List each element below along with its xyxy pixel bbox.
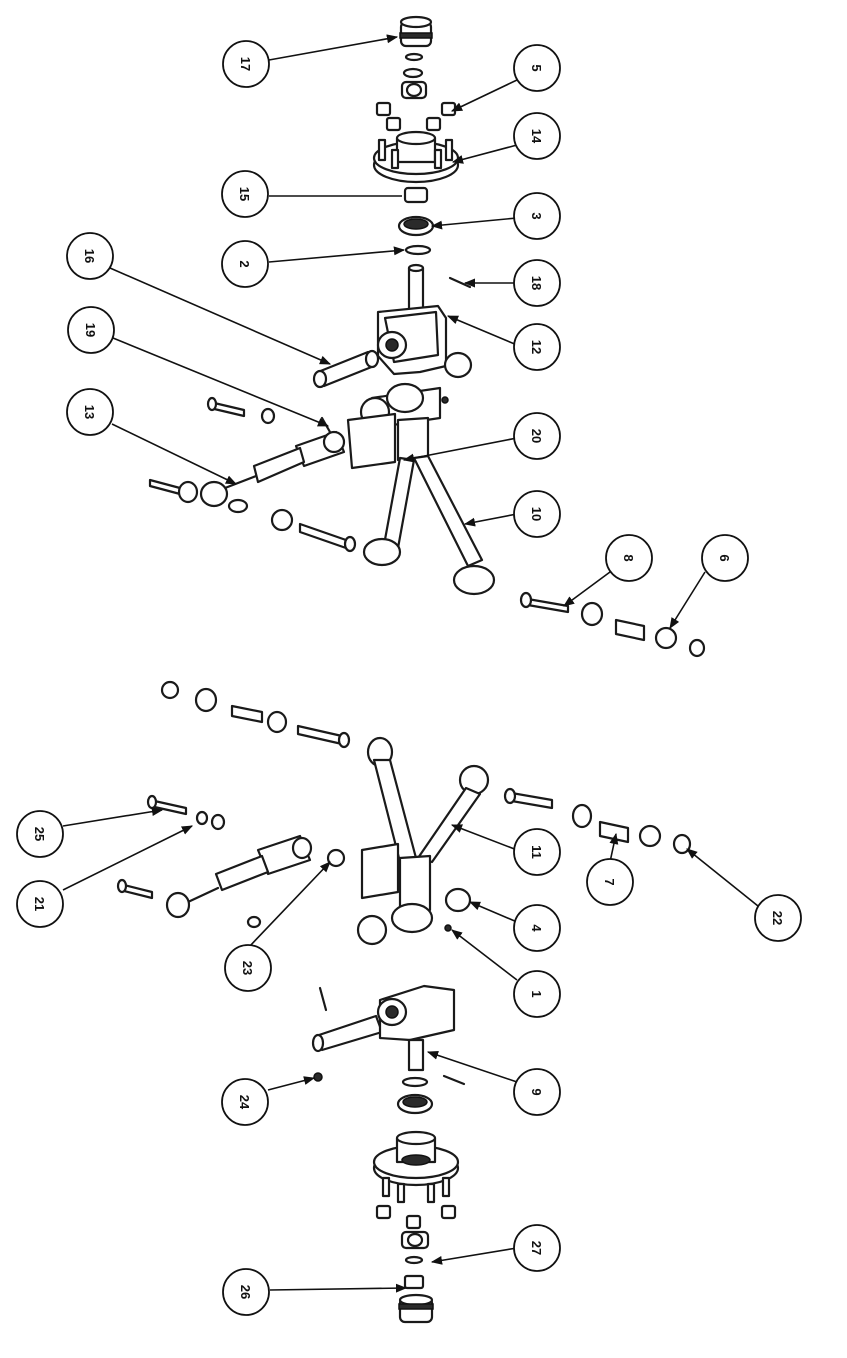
lug-nuts-part xyxy=(375,1204,457,1230)
callout-13: 13 xyxy=(66,388,114,436)
leader-lines xyxy=(62,34,759,1293)
svg-text:1: 1 xyxy=(529,990,544,997)
svg-text:6: 6 xyxy=(717,554,732,561)
callout-6: 6 xyxy=(701,534,749,582)
callout-27: 27 xyxy=(513,1224,561,1272)
bearing-part xyxy=(397,215,435,237)
svg-text:23: 23 xyxy=(240,961,255,975)
callout-26: 26 xyxy=(222,1268,270,1316)
svg-text:15: 15 xyxy=(237,187,252,201)
callout-17: 17 xyxy=(222,40,270,88)
bearing-part xyxy=(396,1093,434,1115)
upper-assembly xyxy=(148,15,706,658)
bearing-part xyxy=(400,1230,430,1250)
callout-14: 14 xyxy=(513,112,561,160)
callout-11: 11 xyxy=(513,828,561,876)
callouts: 17 5 14 15 3 2 16 18 12 19 13 20 10 8 6 … xyxy=(16,40,802,1316)
svg-text:16: 16 xyxy=(82,249,97,263)
svg-text:17: 17 xyxy=(238,57,253,71)
spindle-knuckle-part xyxy=(376,263,473,379)
bolts-part xyxy=(148,396,357,553)
callout-3: 3 xyxy=(513,192,561,240)
washer-part xyxy=(402,67,424,79)
svg-text:18: 18 xyxy=(529,276,544,290)
callout-1: 1 xyxy=(513,970,561,1018)
svg-text:3: 3 xyxy=(529,212,544,219)
nut-part xyxy=(403,1274,425,1290)
bearing-part xyxy=(400,80,428,100)
callout-25: 25 xyxy=(16,810,64,858)
a-arm-part xyxy=(346,382,496,596)
lug-nuts-part xyxy=(375,101,457,132)
svg-text:14: 14 xyxy=(529,129,544,144)
svg-text:21: 21 xyxy=(32,897,47,911)
seal-part xyxy=(404,244,432,256)
callout-12: 12 xyxy=(513,323,561,371)
callout-8: 8 xyxy=(605,534,653,582)
wheel-hub-part xyxy=(372,1130,460,1204)
callout-7: 7 xyxy=(586,858,634,906)
callout-24: 24 xyxy=(221,1078,269,1126)
shock-absorber-part xyxy=(199,416,346,508)
callout-15: 15 xyxy=(221,170,269,218)
grease-fitting-part xyxy=(313,1072,323,1082)
svg-text:7: 7 xyxy=(602,878,617,885)
svg-text:10: 10 xyxy=(529,507,544,521)
svg-text:22: 22 xyxy=(770,911,785,925)
callout-23: 23 xyxy=(224,944,272,992)
svg-text:9: 9 xyxy=(529,1088,544,1095)
svg-text:26: 26 xyxy=(238,1285,253,1299)
svg-text:8: 8 xyxy=(621,554,636,561)
svg-text:2: 2 xyxy=(237,260,252,267)
svg-text:13: 13 xyxy=(82,405,97,419)
callout-21: 21 xyxy=(16,880,64,928)
svg-text:25: 25 xyxy=(32,827,47,841)
washer-part xyxy=(404,1255,424,1265)
pivot-hardware-part xyxy=(160,680,351,749)
callout-18: 18 xyxy=(513,259,561,307)
svg-text:20: 20 xyxy=(529,429,544,443)
hub-cap-part xyxy=(399,15,433,48)
svg-text:5: 5 xyxy=(529,64,544,71)
seal-part xyxy=(401,1076,429,1088)
svg-text:24: 24 xyxy=(237,1095,252,1110)
svg-text:12: 12 xyxy=(529,340,544,354)
pivot-hardware-part xyxy=(503,787,692,855)
hub-cap-part xyxy=(398,1293,434,1324)
king-pin-part xyxy=(312,349,380,389)
svg-text:4: 4 xyxy=(529,924,544,932)
svg-text:19: 19 xyxy=(83,323,98,337)
callout-22: 22 xyxy=(754,894,802,942)
callout-2: 2 xyxy=(221,240,269,288)
callout-16: 16 xyxy=(66,232,114,280)
bolts-part xyxy=(116,794,346,929)
lower-assembly xyxy=(116,680,692,1324)
a-arm-part xyxy=(356,736,490,946)
spindle-knuckle-part xyxy=(311,984,466,1086)
washer-part xyxy=(404,52,424,62)
callout-4: 4 xyxy=(513,904,561,952)
callout-5: 5 xyxy=(513,44,561,92)
callout-19: 19 xyxy=(67,306,115,354)
wheel-hub-part xyxy=(372,130,460,184)
svg-text:11: 11 xyxy=(529,845,544,859)
callout-20: 20 xyxy=(513,412,561,460)
pivot-hardware-part xyxy=(519,591,706,658)
svg-text:27: 27 xyxy=(529,1241,544,1255)
shock-absorber-part xyxy=(165,834,313,919)
spacer-part xyxy=(403,186,429,204)
callout-9: 9 xyxy=(513,1068,561,1116)
callout-10: 10 xyxy=(513,490,561,538)
